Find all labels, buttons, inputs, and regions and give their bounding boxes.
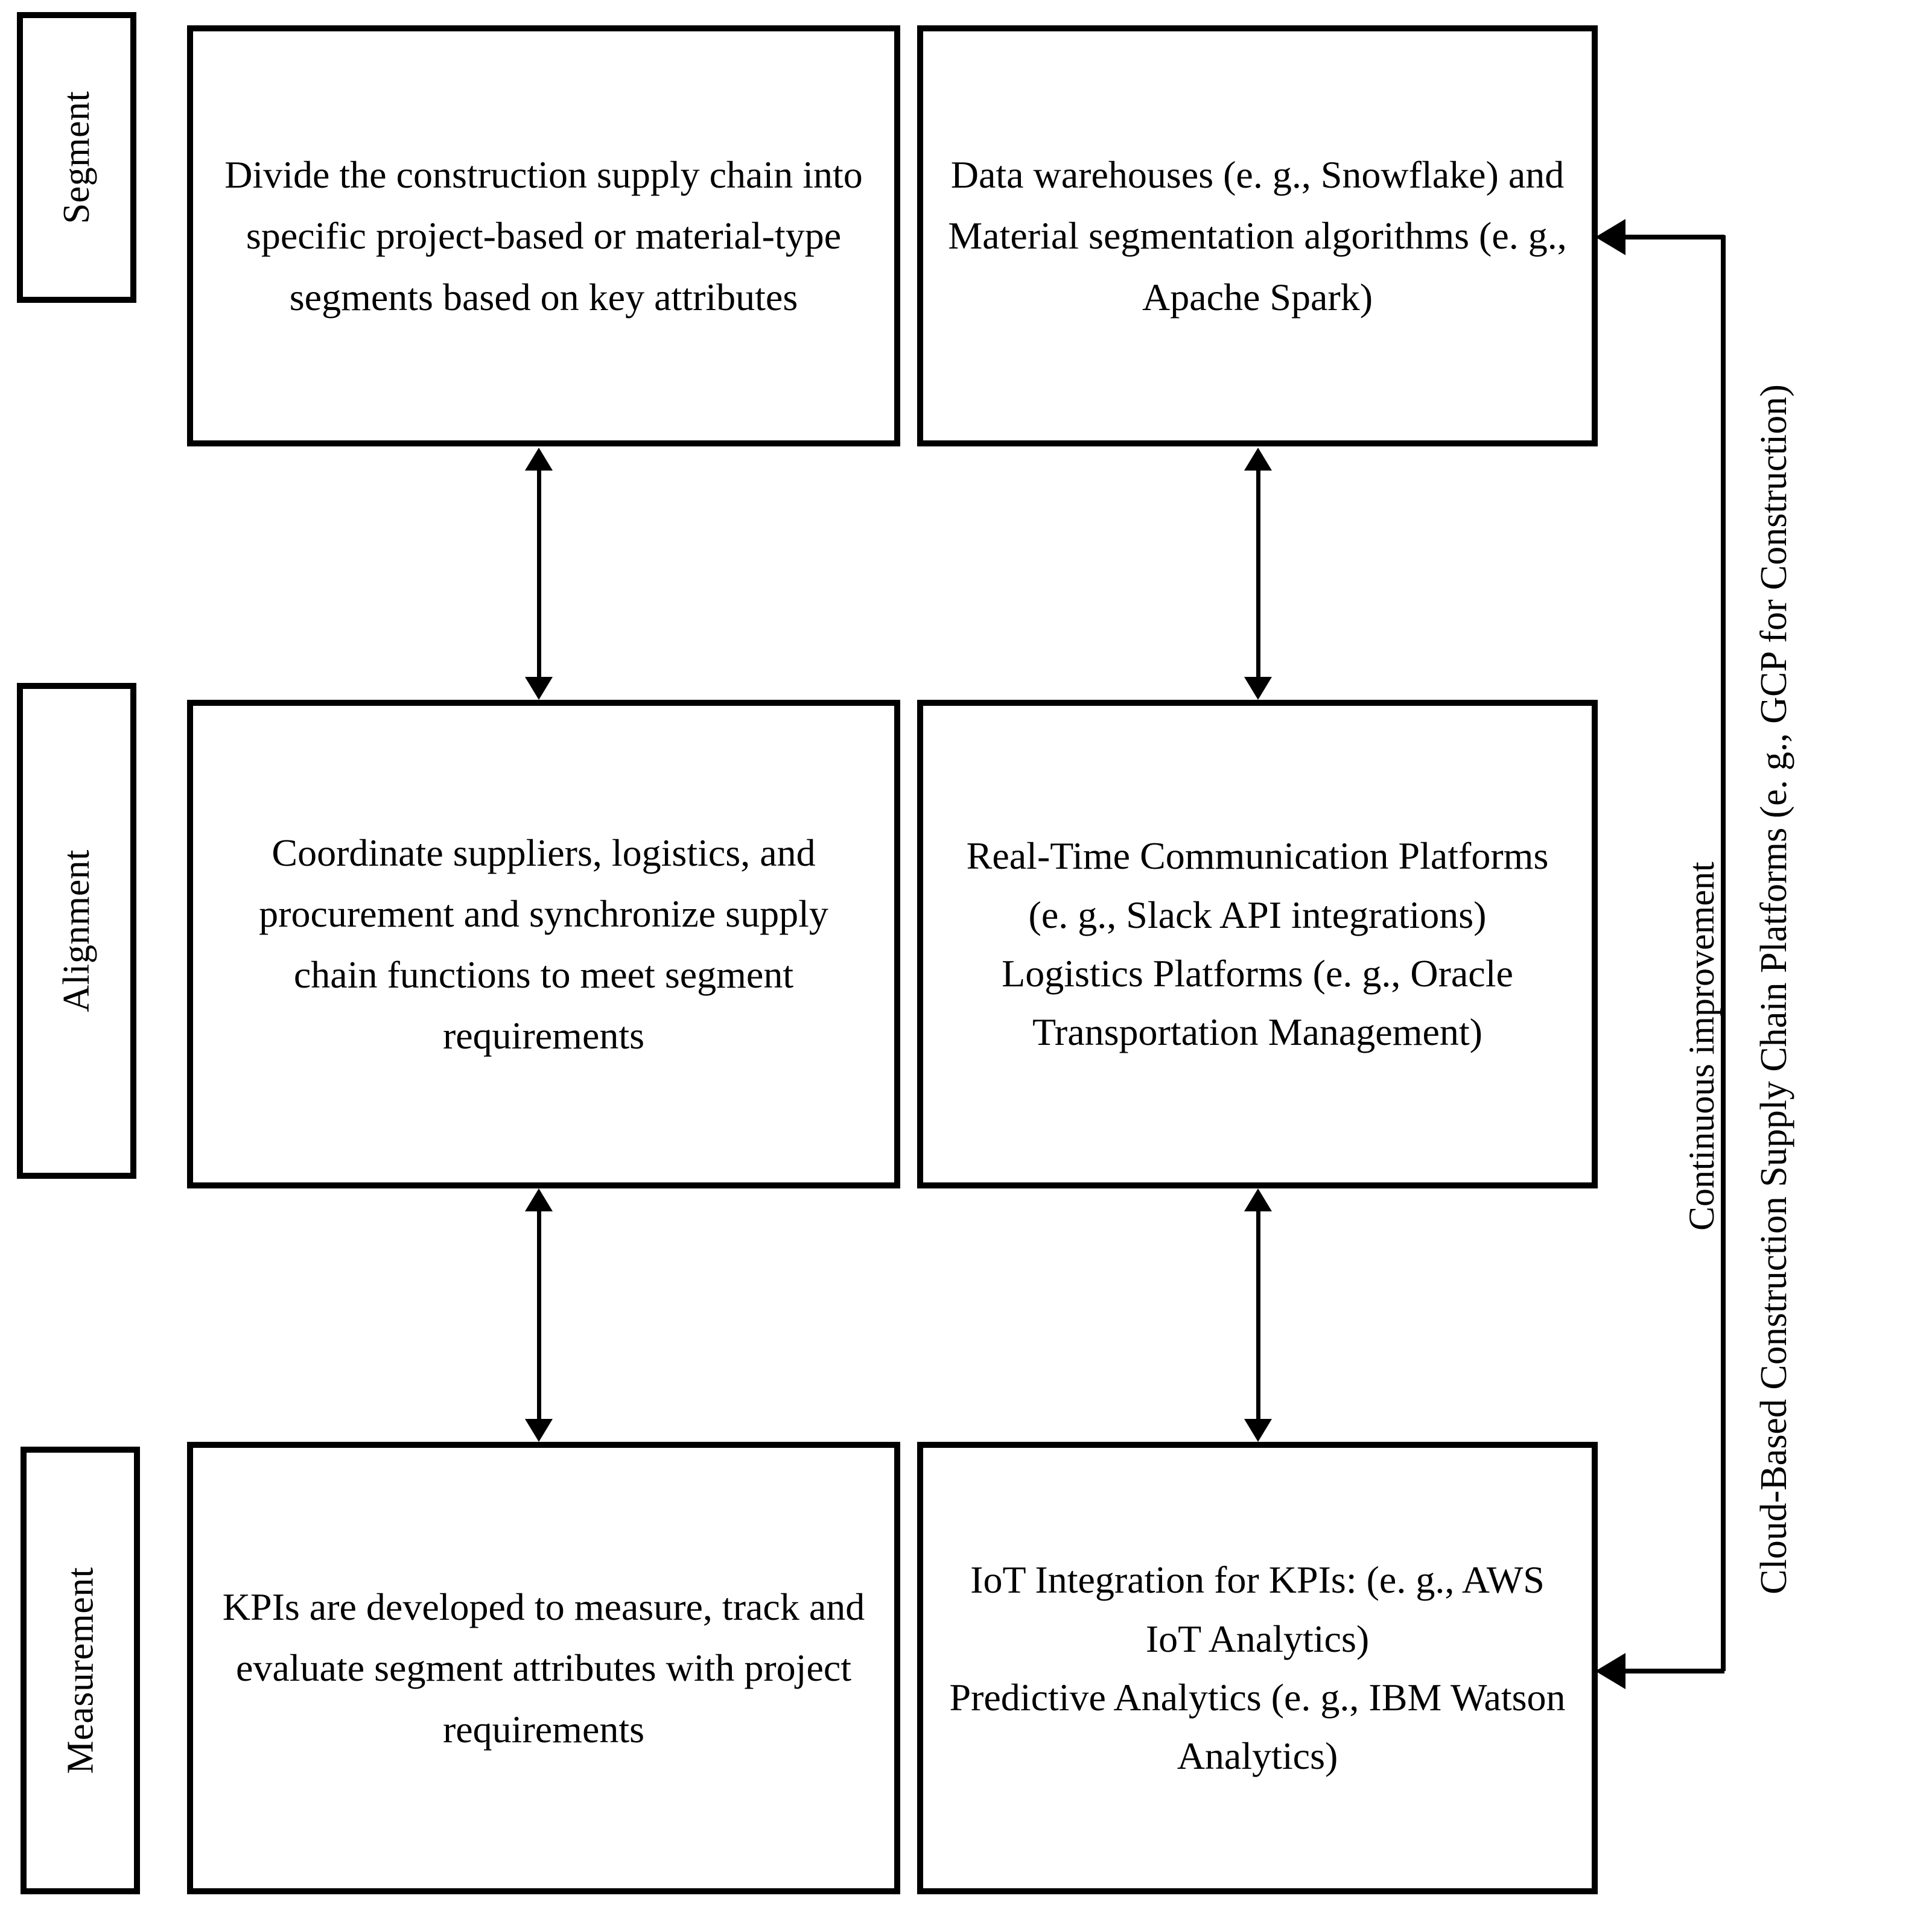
feedback-loop-bottom-branch bbox=[1623, 1669, 1724, 1673]
node-measurement-technology-line2: Predictive Analytics (e. g., IBM Watson … bbox=[949, 1676, 1566, 1778]
node-measurement-practice: KPIs are developed to measure, track and… bbox=[187, 1442, 900, 1894]
stage-label-segment: Segment bbox=[17, 12, 136, 303]
annotation-continuous-improvement-text: Continuous improvement bbox=[1682, 861, 1721, 1231]
arrow-shaft bbox=[1256, 1205, 1260, 1425]
stage-label-alignment-text: Alignment bbox=[56, 849, 98, 1012]
stage-label-measurement-text: Measurement bbox=[60, 1567, 101, 1774]
connector-segment-to-alignment-technology-arrow bbox=[1244, 448, 1272, 700]
node-measurement-technology-line1: IoT Integration for KPIs: (e. g., AWS Io… bbox=[970, 1558, 1545, 1660]
annotation-cloud-platforms: Cloud-Based Construction Supply Chain Pl… bbox=[1747, 90, 1800, 1888]
stage-label-segment-text: Segment bbox=[56, 90, 98, 224]
arrow-head-down-icon bbox=[525, 677, 553, 700]
connector-alignment-to-measurement-technology-arrow bbox=[1244, 1188, 1272, 1442]
arrow-shaft bbox=[537, 465, 541, 683]
connector-segment-to-alignment-practice-arrow bbox=[525, 448, 553, 700]
node-alignment-technology: Real-Time Communication Platforms (e. g.… bbox=[917, 700, 1598, 1188]
node-alignment-technology-line1: Real-Time Communication Platforms (e. g.… bbox=[966, 834, 1549, 936]
stage-label-measurement: Measurement bbox=[21, 1447, 140, 1894]
node-segment-technology: Data warehouses (e. g., Snowflake) and M… bbox=[917, 25, 1598, 446]
node-segment-practice: Divide the construction supply chain int… bbox=[187, 25, 900, 446]
node-alignment-practice-text: Coordinate suppliers, logistics, and pro… bbox=[259, 831, 828, 1058]
feedback-loop-spine bbox=[1721, 235, 1726, 1671]
arrow-head-down-icon bbox=[525, 1419, 553, 1442]
node-segment-technology-text: Data warehouses (e. g., Snowflake) and M… bbox=[948, 153, 1567, 319]
node-alignment-practice: Coordinate suppliers, logistics, and pro… bbox=[187, 700, 900, 1188]
connector-alignment-to-measurement-practice-arrow bbox=[525, 1188, 553, 1442]
arrow-head-down-icon bbox=[1244, 1419, 1272, 1442]
arrow-head-down-icon bbox=[1244, 677, 1272, 700]
arrow-shaft bbox=[1256, 465, 1260, 683]
feedback-loop-bottom-arrowhead-icon bbox=[1595, 1653, 1625, 1689]
arrow-shaft bbox=[537, 1205, 541, 1425]
node-segment-practice-text: Divide the construction supply chain int… bbox=[224, 153, 863, 319]
annotation-continuous-improvement: Continuous improvement bbox=[1682, 700, 1721, 1231]
feedback-loop-top-arrowhead-icon bbox=[1595, 219, 1625, 255]
annotation-cloud-platforms-text: Cloud-Based Construction Supply Chain Pl… bbox=[1753, 384, 1794, 1594]
node-measurement-technology: IoT Integration for KPIs: (e. g., AWS Io… bbox=[917, 1442, 1598, 1894]
node-measurement-practice-text: KPIs are developed to measure, track and… bbox=[222, 1585, 865, 1751]
stage-label-alignment: Alignment bbox=[17, 683, 136, 1179]
feedback-loop-top-branch bbox=[1623, 235, 1724, 240]
node-alignment-technology-line2: Logistics Platforms (e. g., Oracle Trans… bbox=[1002, 952, 1513, 1054]
